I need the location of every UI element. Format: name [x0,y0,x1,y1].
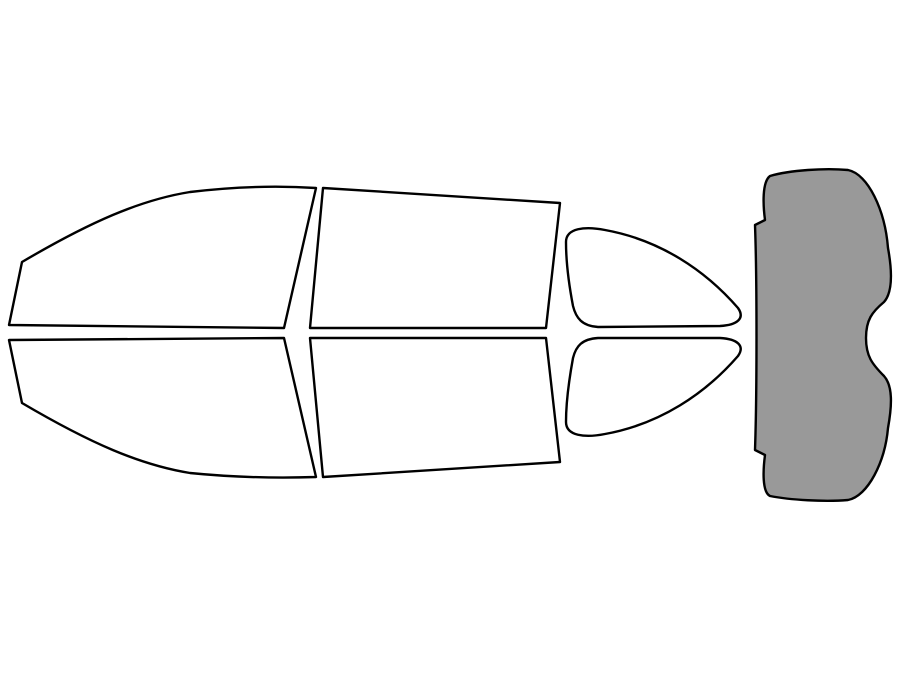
quarter-window-top [564,227,742,329]
quarter-window-bottom [564,336,742,437]
front-door-window-bottom [7,336,318,479]
front-door-window-top [7,185,318,330]
rear-windshield [753,168,893,502]
rear-door-window-bottom [308,336,562,479]
rear-door-window-top [308,186,562,330]
